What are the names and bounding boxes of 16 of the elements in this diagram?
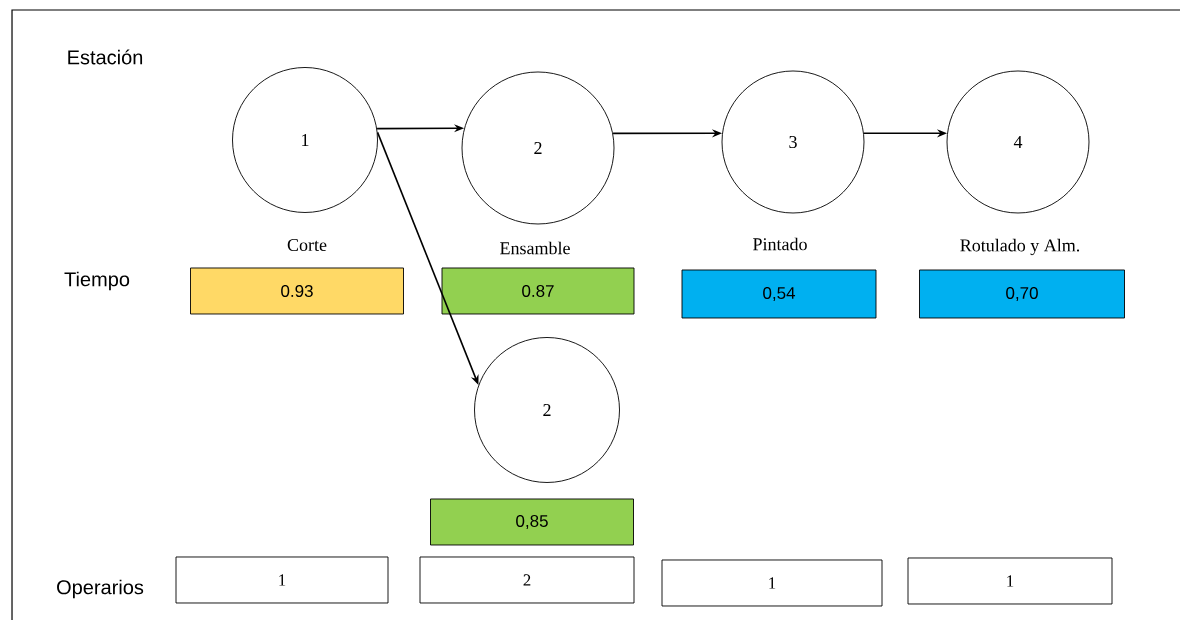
station-name: Pintado <box>753 237 807 251</box>
operator-box: 1 <box>175 556 389 604</box>
operator-box: 1 <box>907 557 1113 605</box>
time-box: 0.93 <box>190 267 404 315</box>
time-box: 0.87 <box>441 267 635 315</box>
row-label: Estación <box>68 49 143 65</box>
station-name: Corte <box>287 238 327 252</box>
station-name: Ensamble <box>500 241 570 255</box>
operator-box: 1 <box>661 559 883 607</box>
row-label: Operarios <box>57 579 144 599</box>
time-box: 0,70 <box>919 269 1125 319</box>
operator-box: 2 <box>419 556 635 604</box>
row-label: Tiempo <box>64 271 130 291</box>
time-box: 0,54 <box>681 269 877 319</box>
time-box: 0,85 <box>430 498 634 546</box>
station-name: Rotulado y Alm. <box>960 238 1080 256</box>
